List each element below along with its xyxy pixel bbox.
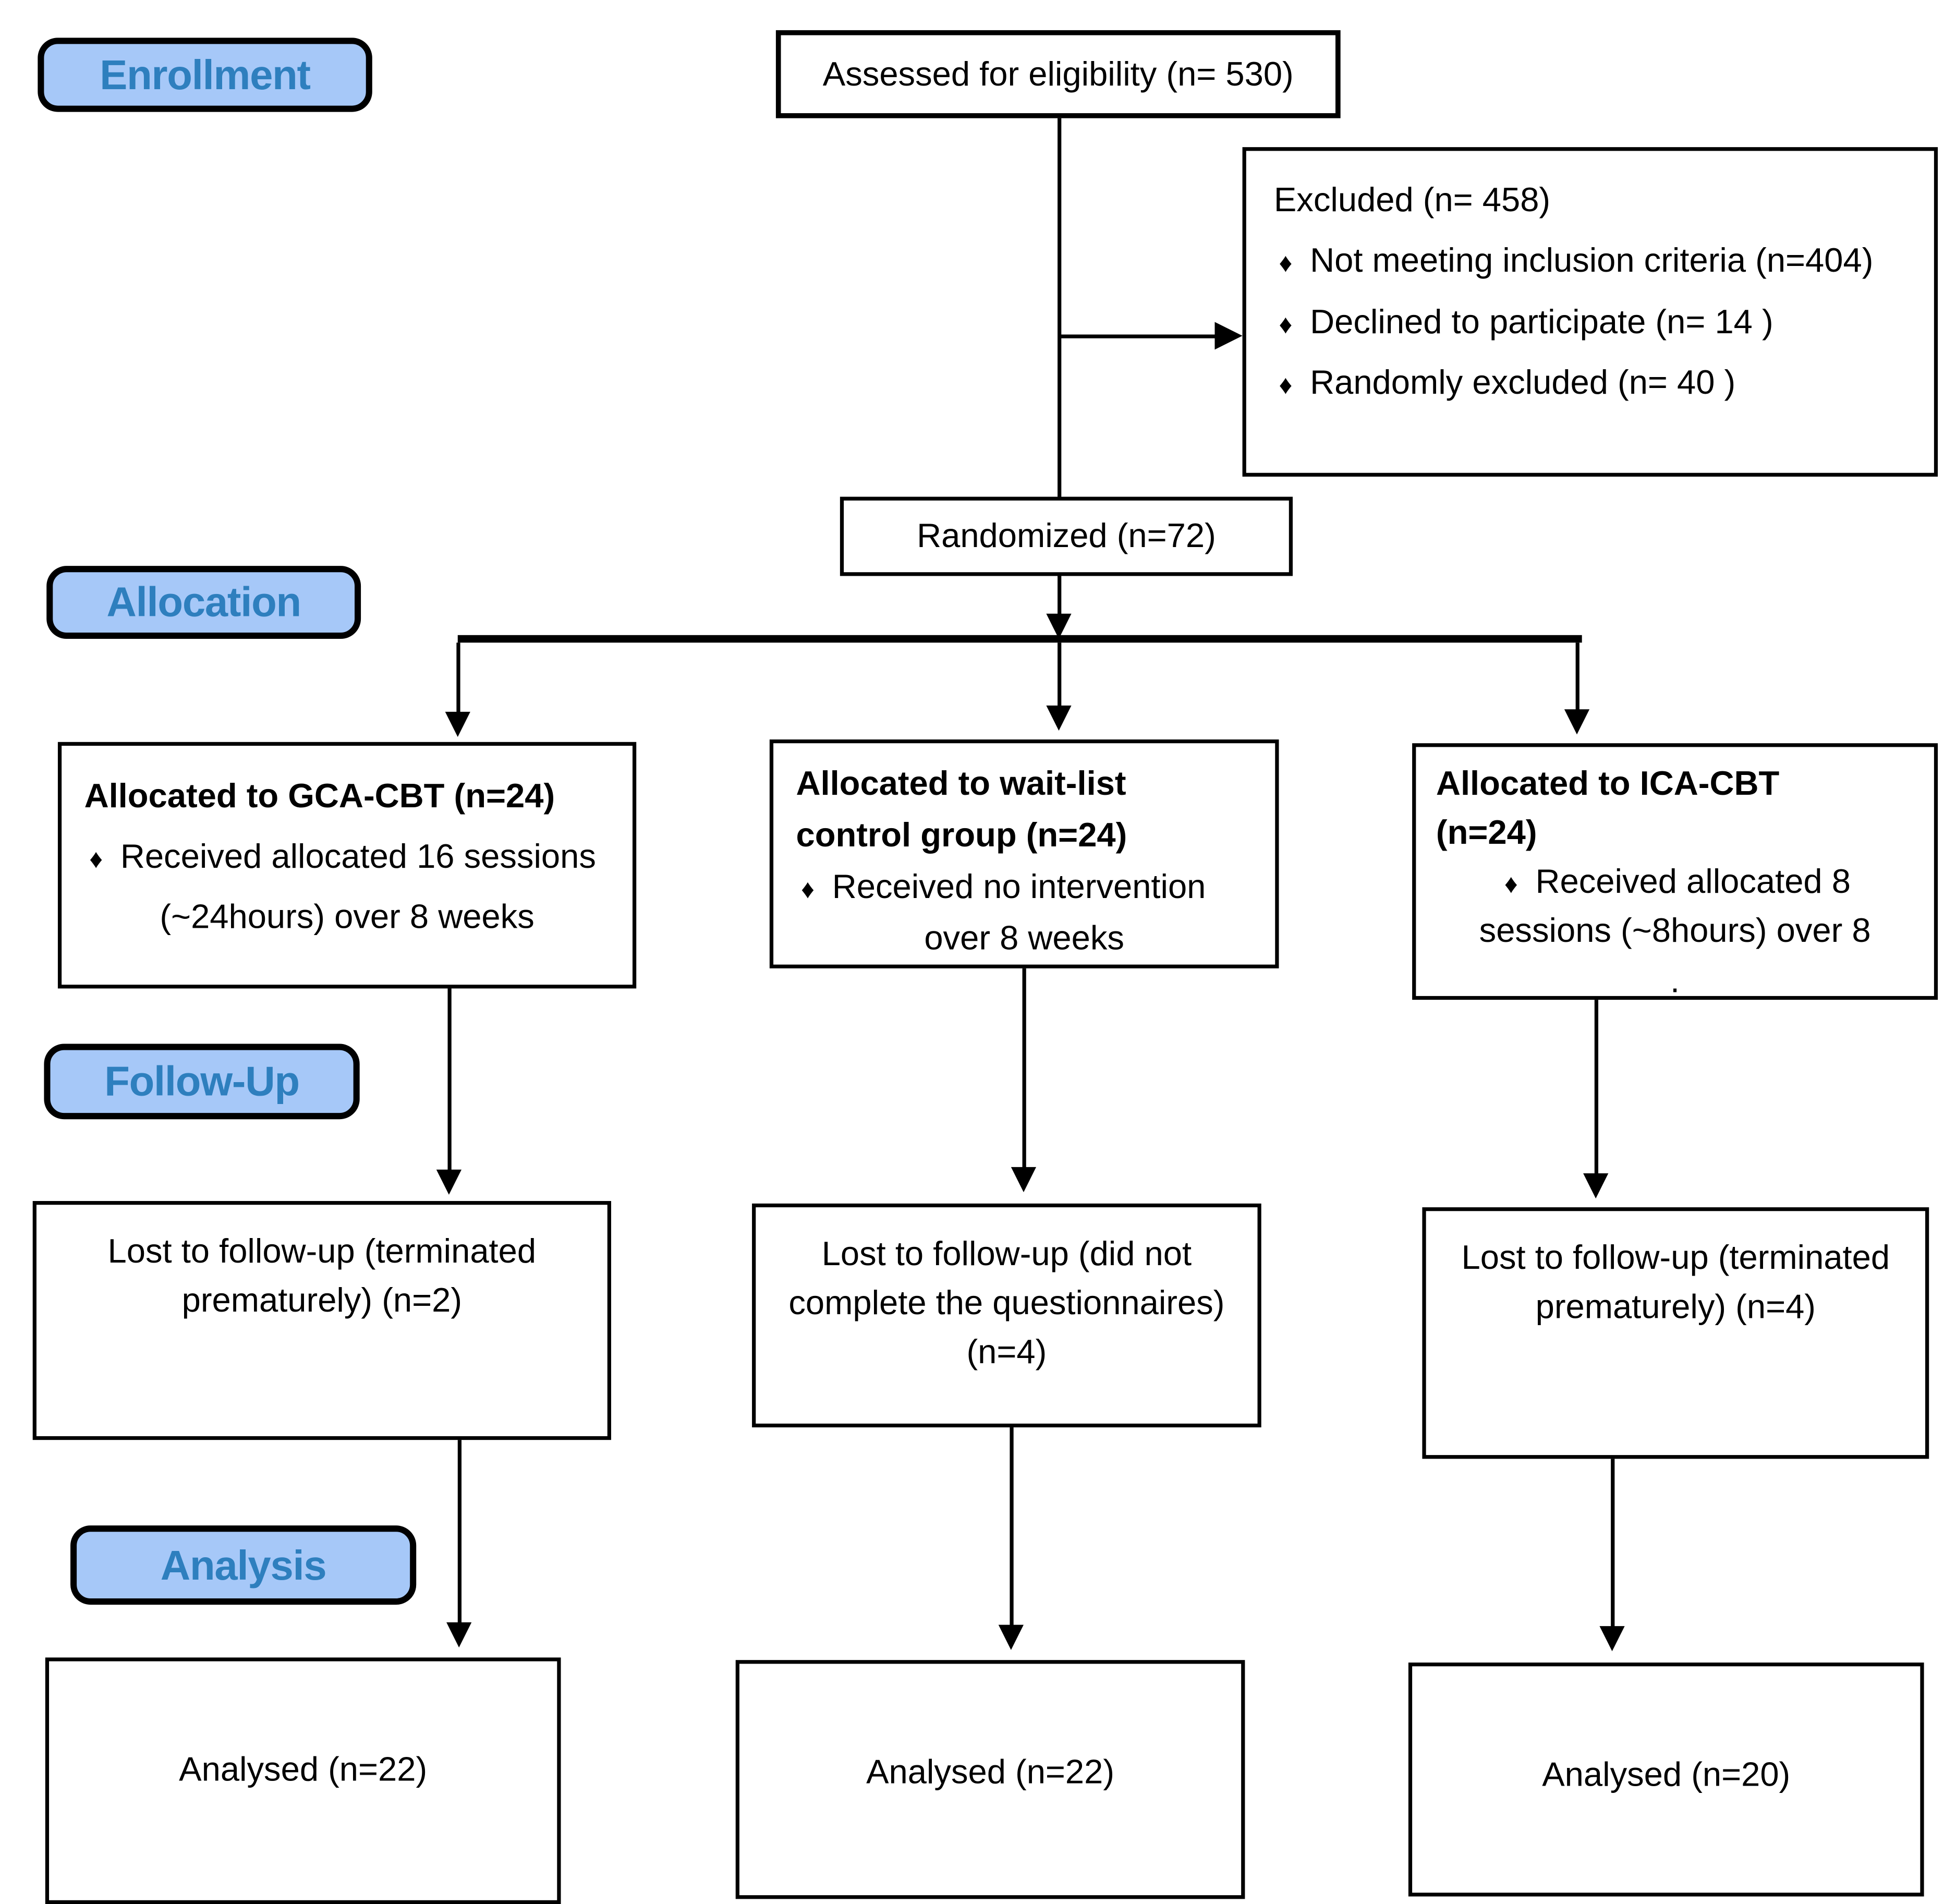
alloc-mid-bullet-text: Received no intervention bbox=[832, 868, 1206, 906]
alloc-right-title-line1: Allocated to ICA-CBT bbox=[1436, 765, 1780, 803]
connector-branch-to-gca bbox=[456, 642, 460, 714]
connector-gca-to-followup bbox=[447, 988, 452, 1172]
alloc-mid-title-line2: control group (n=24) bbox=[796, 816, 1127, 854]
stage-label-followup: Follow-Up bbox=[44, 1044, 360, 1120]
excluded-item-text: Declined to participate (n= 14 ) bbox=[1310, 302, 1773, 341]
arrowhead-analysis-ica bbox=[1599, 1626, 1625, 1652]
connector-followup-to-analysis-ica bbox=[1611, 1459, 1615, 1629]
excluded-item-text: Not meeting inclusion criteria (n=404) bbox=[1310, 242, 1874, 280]
alloc-left-bullet: ♦ Received allocated 16 sessions bbox=[84, 826, 610, 887]
connector-assessed-to-randomized bbox=[1058, 118, 1062, 497]
connector-followup-to-analysis-gca bbox=[457, 1440, 462, 1625]
arrowhead-followup-waitlist bbox=[1011, 1167, 1037, 1193]
bullet-icon: ♦ bbox=[801, 875, 815, 905]
alloc-right-continuation: sessions (~8hours) over 8 bbox=[1479, 912, 1871, 950]
excluded-item-text: Randomly excluded (n= 40 ) bbox=[1310, 363, 1736, 402]
arrowhead-analysis-waitlist bbox=[998, 1624, 1024, 1650]
alloc-right-bullet-text: Received allocated 8 bbox=[1535, 863, 1851, 901]
connector-randomized-to-branch bbox=[1058, 576, 1062, 616]
alloc-left-title: Allocated to GCA-CBT (n=24) bbox=[84, 777, 555, 815]
alloc-left-bullet-text: Received allocated 16 sessions bbox=[120, 838, 596, 876]
arrowhead-followup-ica bbox=[1583, 1173, 1609, 1199]
connector-to-excluded bbox=[1059, 334, 1218, 338]
alloc-mid-continuation: over 8 weeks bbox=[924, 919, 1124, 957]
box-randomized: Randomized (n=72) bbox=[840, 496, 1293, 576]
arrowhead-alloc-waitlist bbox=[1046, 705, 1072, 731]
box-analysed-ica: Analysed (n=20) bbox=[1408, 1663, 1924, 1897]
connector-followup-to-analysis-waitlist bbox=[1010, 1427, 1014, 1628]
box-lost-followup-waitlist: Lost to follow-up (did not complete the … bbox=[752, 1203, 1261, 1428]
box-lost-followup-gca: Lost to follow-up (terminated prematurel… bbox=[32, 1200, 611, 1440]
excluded-item: ♦ Not meeting inclusion criteria (n=404) bbox=[1274, 232, 1906, 290]
box-assessed-for-eligibility: Assessed for eligibility (n= 530) bbox=[775, 30, 1341, 118]
box-lost-followup-ica: Lost to follow-up (terminated prematurel… bbox=[1422, 1207, 1929, 1459]
box-analysed-waitlist: Analysed (n=22) bbox=[735, 1660, 1245, 1899]
stage-label-analysis: Analysis bbox=[70, 1525, 417, 1605]
bullet-icon: ♦ bbox=[1279, 371, 1293, 401]
excluded-item: ♦ Declined to participate (n= 14 ) bbox=[1274, 293, 1906, 351]
arrowhead-alloc-gca bbox=[445, 711, 470, 737]
alloc-mid-bullet: ♦ Received no intervention bbox=[796, 862, 1252, 913]
box-allocated-gca-cbt: Allocated to GCA-CBT (n=24) ♦ Received al… bbox=[57, 742, 637, 989]
box-analysed-gca: Analysed (n=22) bbox=[45, 1657, 561, 1904]
stage-label-enrollment: Enrollment bbox=[38, 38, 372, 112]
alloc-mid-title-line1: Allocated to wait-list bbox=[796, 765, 1126, 803]
arrowhead-alloc-ica bbox=[1564, 709, 1590, 735]
alloc-right-bullet: ♦ Received allocated 8 bbox=[1436, 858, 1914, 907]
arrowhead-excluded bbox=[1214, 322, 1243, 350]
arrowhead-followup-gca bbox=[436, 1169, 462, 1195]
arrowhead-analysis-gca bbox=[446, 1622, 472, 1648]
alloc-right-title-line2: (n=24) bbox=[1436, 814, 1537, 852]
excluded-item: ♦ Randomly excluded (n= 40 ) bbox=[1274, 354, 1906, 412]
connector-ica-to-followup bbox=[1594, 1000, 1599, 1176]
alloc-right-trailing-mark: . bbox=[1670, 961, 1680, 1000]
connector-branch-to-ica bbox=[1575, 642, 1580, 712]
stage-label-allocation: Allocation bbox=[46, 566, 361, 639]
bullet-icon: ♦ bbox=[1279, 310, 1293, 339]
connector-waitlist-to-followup bbox=[1022, 968, 1026, 1170]
excluded-title: Excluded (n= 458) bbox=[1273, 181, 1551, 219]
branch-bar bbox=[457, 635, 1582, 643]
box-excluded: Excluded (n= 458) ♦ Not meeting inclusion… bbox=[1242, 147, 1938, 477]
box-allocated-waitlist: Allocated to wait-list control group (n=… bbox=[769, 739, 1279, 968]
connector-branch-to-waitlist bbox=[1058, 642, 1062, 708]
bullet-icon: ♦ bbox=[1279, 249, 1293, 278]
bullet-icon: ♦ bbox=[89, 845, 103, 875]
arrowhead-branch bbox=[1046, 613, 1072, 639]
alloc-left-continuation: (~24hours) over 8 weeks bbox=[160, 898, 534, 936]
bullet-icon: ♦ bbox=[1504, 870, 1518, 900]
box-allocated-ica-cbt: Allocated to ICA-CBT (n=24) ♦ Received al… bbox=[1412, 743, 1938, 1000]
